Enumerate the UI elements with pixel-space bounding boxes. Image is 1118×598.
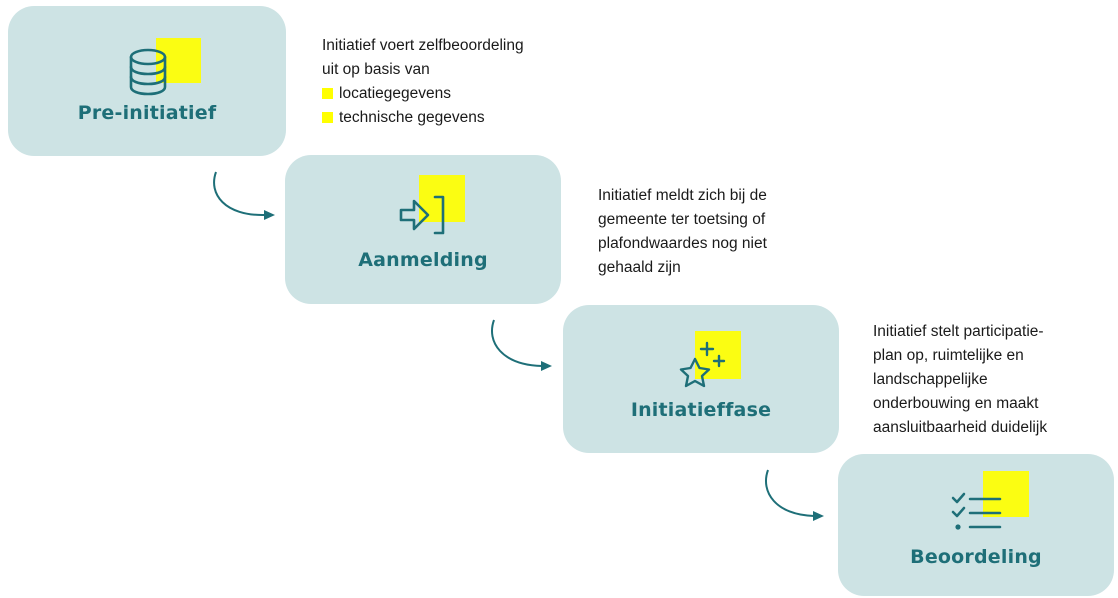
step-description-initiatieffase: Initiatief stelt participatie- plan op, … — [873, 320, 1047, 440]
step-title: Aanmelding — [358, 249, 488, 271]
step-title: Beoordeling — [910, 546, 1042, 568]
description-line: uit op basis van — [322, 61, 430, 78]
checklist-icon — [951, 492, 1002, 530]
description-line: Initiatief meldt zich bij de — [598, 187, 767, 204]
bullet-label: locatiegegevens — [339, 85, 452, 102]
step-title: Pre-initiatief — [77, 102, 217, 124]
star-plus-icon — [679, 341, 726, 388]
accent-square — [983, 471, 1029, 517]
database-icon — [129, 48, 167, 96]
sign-in-arrow-icon — [399, 195, 445, 235]
description-line: plafondwaardes nog niet — [598, 235, 767, 252]
bullet-square — [322, 88, 333, 99]
step-title: Initiatieffase — [630, 399, 772, 421]
step-description-aanmelding: Initiatief meldt zich bij de gemeente te… — [598, 184, 767, 280]
description-line: aansluitbaarheid duidelijk — [873, 419, 1048, 436]
bullet-item: locatiegegevens — [322, 82, 524, 106]
description-line: landschappelijke — [873, 371, 988, 388]
description-line: gemeente ter toetsing of — [598, 211, 766, 228]
bullet-item: technische gegevens — [322, 106, 524, 130]
bullet-label: technische gegevens — [339, 109, 485, 126]
curved-arrow-icon — [491, 319, 552, 371]
step-description-pre-initiatief: Initiatief voert zelfbeoordeling uit op … — [322, 34, 524, 130]
step-box-initiatieffase: Initiatieffase — [563, 305, 839, 453]
description-line: onderbouwing en maakt — [873, 395, 1039, 412]
step-box-aanmelding: Aanmelding — [285, 155, 561, 304]
description-line: Initiatief voert zelfbeoordeling — [322, 37, 524, 54]
curved-arrow-icon — [765, 469, 824, 521]
bullet-square — [322, 112, 333, 123]
description-line: plan op, ruimtelijke en — [873, 347, 1024, 364]
curved-arrow-icon — [213, 171, 275, 220]
accent-square — [695, 331, 741, 379]
step-box-pre-initiatief: Pre-initiatief — [8, 6, 286, 156]
step-box-beoordeling: Beoordeling — [838, 454, 1114, 596]
description-line: Initiatief stelt participatie- — [873, 323, 1044, 340]
description-line: gehaald zijn — [598, 259, 681, 276]
